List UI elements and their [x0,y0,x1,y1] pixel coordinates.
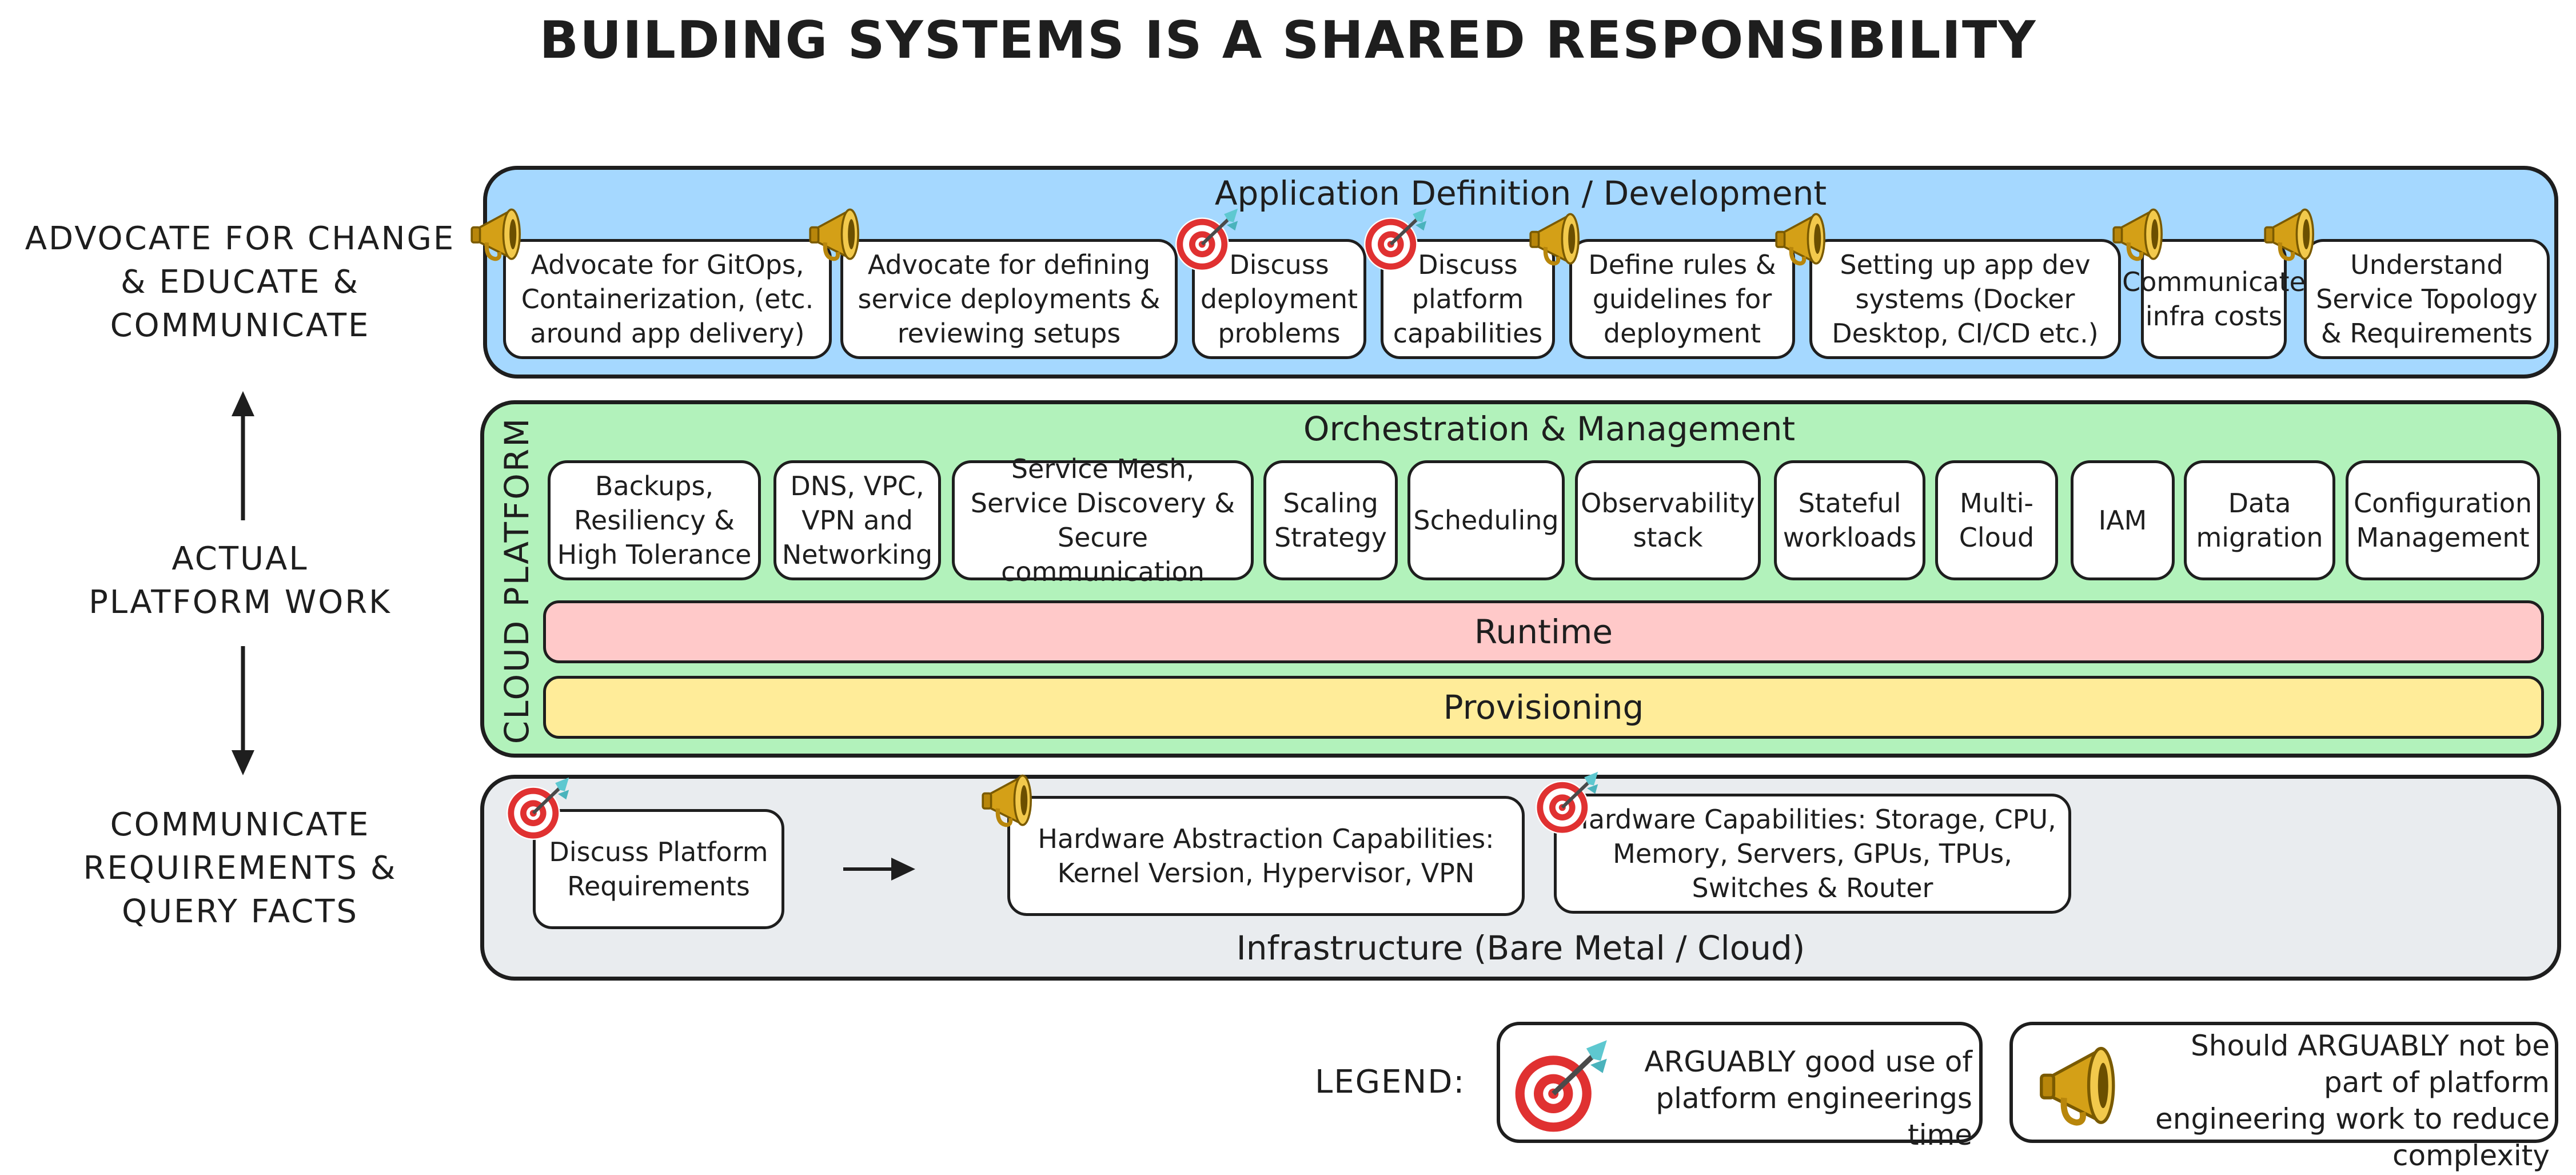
platform-item-data-migration: Data migration [2184,460,2335,580]
infra-item-hardware-capabilities: Hardware Capabilities: Storage, CPU, Mem… [1554,794,2071,914]
platform-item-service-mesh: Service Mesh, Service Discovery & Secure… [952,453,1254,587]
infra-item-hardware-abstraction: Hardware Abstraction Capabilities: Kerne… [1007,796,1525,916]
orchestration-title: Orchestration & Management [1303,409,1796,448]
megaphone-icon [1526,206,1595,274]
app-item-advocate-gitops: Advocate for GitOps, Containerization, (… [503,239,832,359]
platform-item-scaling: Scaling Strategy [1263,460,1398,580]
provisioning-bar: Provisioning [543,676,2544,739]
platform-item-iam: IAM [2071,460,2175,580]
app-item-app-dev-systems: Setting up app dev systems (Docker Deskt… [1809,239,2121,359]
app-item-infra-costs: Communicate infra costs [2122,239,2306,359]
megaphone-icon [2110,201,2178,270]
megaphone-icon [468,201,536,270]
target-icon [1361,206,1429,274]
app-item-deployment-problems: Discuss deployment problems [1192,239,1366,359]
platform-item-networking: DNS, VPC, VPN and Networking [773,460,941,580]
target-icon [503,775,572,843]
platform-item-stateful: Stateful workloads [1774,460,1925,580]
page-title: BUILDING SYSTEMS IS A SHARED RESPONSIBIL… [539,10,2037,70]
legend-text-not-platform: Should ARGUABLY not be part of platform … [2155,1029,2550,1172]
target-icon [1508,1036,1611,1139]
application-layer-title: Application Definition / Development [1214,174,1827,213]
megaphone-icon [2261,201,2330,270]
target-icon [1532,769,1601,838]
target-icon [1172,206,1241,274]
app-item-deployment-rules: Define rules & guidelines for deployment [1569,239,1795,359]
arrow-down-icon [232,646,254,775]
runtime-bar: Runtime [543,600,2544,663]
megaphone-icon [2035,1036,2138,1139]
app-item-platform-capabilities: Discuss platform capabilities [1381,239,1555,359]
side-label-requirements: COMMUNICATE REQUIREMENTS & QUERY FACTS [83,806,397,930]
platform-item-scheduling: Scheduling [1407,460,1565,580]
platform-item-config-management: Configuration Management [2346,460,2540,580]
platform-item-observability: Observability stack [1575,460,1761,580]
megaphone-icon [979,767,1047,836]
side-label-advocate: ADVOCATE FOR CHANGE & EDUCATE & COMMUNIC… [25,220,456,344]
legend-text-good-use: ARGUABLY good use of platform engineerin… [1644,1045,1972,1152]
side-label-platform-work: ACTUAL PLATFORM WORK [89,540,392,621]
cloud-platform-label: CLOUD PLATFORM [497,416,536,744]
platform-item-backups: Backups, Resiliency & High Tolerance [548,460,761,580]
infrastructure-title: Infrastructure (Bare Metal / Cloud) [1236,929,1805,967]
megaphone-icon [806,201,875,270]
arrow-up-icon [232,391,254,520]
megaphone-icon [1772,206,1841,274]
app-item-advocate-deployments: Advocate for defining service deployment… [840,239,1178,359]
legend-label: LEGEND: [1315,1064,1466,1101]
app-item-service-topology: Understand Service Topology & Requiremen… [2304,239,2550,359]
arrow-right-icon [843,858,915,881]
platform-item-multi-cloud: Multi-Cloud [1935,460,2058,580]
infra-item-platform-requirements: Discuss Platform Requirements [533,809,784,929]
